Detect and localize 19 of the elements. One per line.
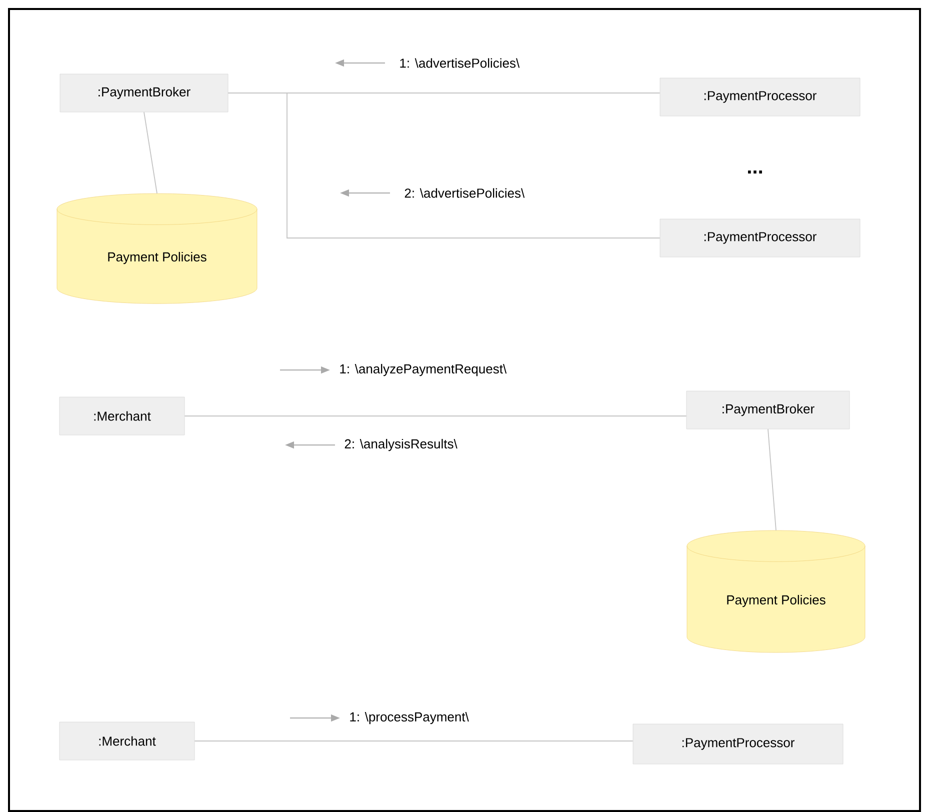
object-box: :Merchant (59, 396, 185, 436)
link-line (144, 112, 158, 194)
object-box: :PaymentProcessor (660, 218, 860, 258)
link-line (228, 92, 660, 238)
object-box: :PaymentProcessor (632, 724, 844, 764)
ellipsis: ... (748, 170, 762, 174)
object-box: :PaymentBroker (686, 390, 850, 430)
object-box: :PaymentProcessor (660, 78, 860, 116)
database-cylinder: Payment Policies (686, 530, 866, 653)
link-line (768, 428, 776, 531)
link-line (194, 740, 634, 742)
message-label: 1: \advertisePolicies\ (400, 58, 520, 68)
message-label: 2: \analysisResults\ (344, 438, 458, 452)
message-label: 1: \analyzePaymentRequest\ (340, 364, 507, 376)
object-box: :PaymentBroker (60, 74, 228, 112)
message-label: 2: \advertisePolicies\ (404, 188, 525, 198)
message-label: 1: \processPayment\ (350, 712, 469, 724)
database-cylinder: Payment Policies (56, 193, 258, 304)
object-box: :Merchant (59, 722, 195, 760)
